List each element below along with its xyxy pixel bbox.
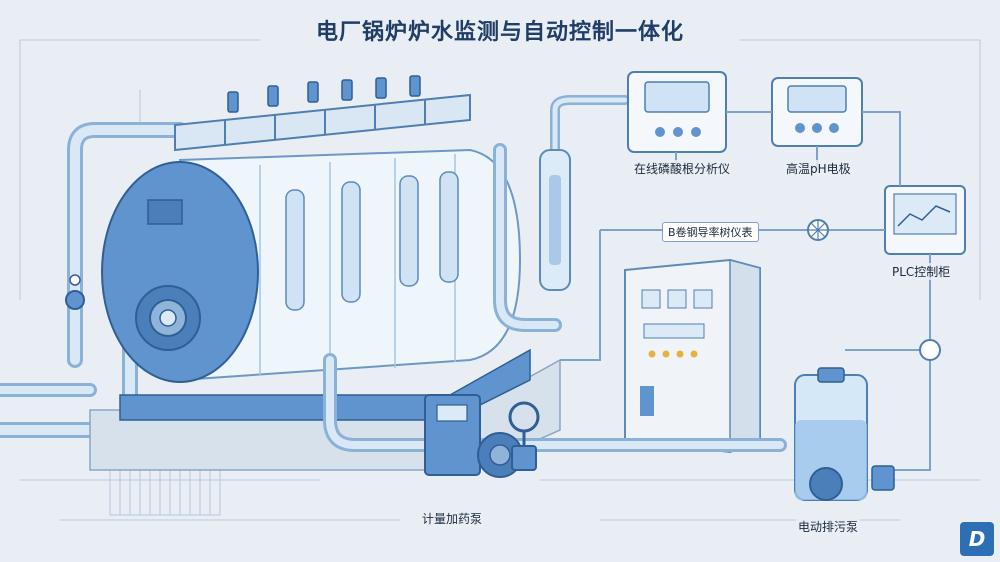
blowdown-tank — [794, 367, 895, 501]
label-ph-electrode: 高温pH电极 — [784, 160, 853, 177]
label-phosphate-analyzer: 在线磷酸根分析仪 — [632, 160, 733, 177]
plc-panel — [884, 185, 966, 255]
plc-junction — [919, 339, 941, 361]
left-valve-2 — [69, 274, 81, 286]
page-title: 电厂锅炉炉水监测与自动控制一体化 — [315, 20, 684, 45]
top-valves — [227, 75, 421, 113]
top-railing — [174, 93, 471, 152]
label-dosing-pump: 计量加药泵 — [420, 510, 485, 527]
boiler-nameplate — [147, 199, 183, 225]
phosphate-analyzer — [627, 71, 727, 153]
control-cabinet — [624, 258, 761, 454]
sampling-tubes — [285, 171, 459, 311]
left-valve — [65, 290, 85, 310]
gate-valve — [508, 401, 540, 471]
label-blowdown-pump: 电动排污泵 — [796, 518, 861, 535]
signal-junction — [807, 219, 829, 241]
label-plc-cabinet: PLC控制柜 — [890, 263, 953, 280]
boiler-end-cap — [101, 161, 259, 383]
label-conductivity-meter: B卷钢导率树仪表 — [662, 222, 759, 242]
bottom-piping — [323, 353, 787, 452]
ph-electrode — [771, 77, 863, 147]
floor-grate — [109, 469, 221, 516]
sample-piping — [493, 95, 630, 332]
brand-logo: D — [960, 522, 994, 556]
